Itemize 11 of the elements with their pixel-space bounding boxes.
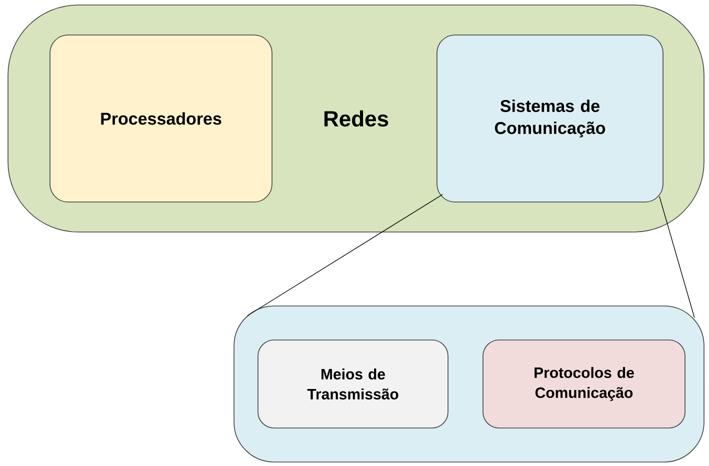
box-label: Redes [324, 110, 388, 127]
process-box [258, 340, 448, 428]
process-box [482, 340, 686, 428]
process-box [436, 34, 664, 202]
box-label: Sistemas de Comunicação [494, 100, 606, 138]
box-label: Protocolos de Comunicação [534, 367, 634, 401]
connector-line [247, 194, 443, 316]
process-box [50, 34, 272, 202]
connector-line [659, 196, 695, 318]
box-label: Meios de Transmissão [307, 368, 398, 400]
box-label: Processadores [101, 112, 222, 125]
